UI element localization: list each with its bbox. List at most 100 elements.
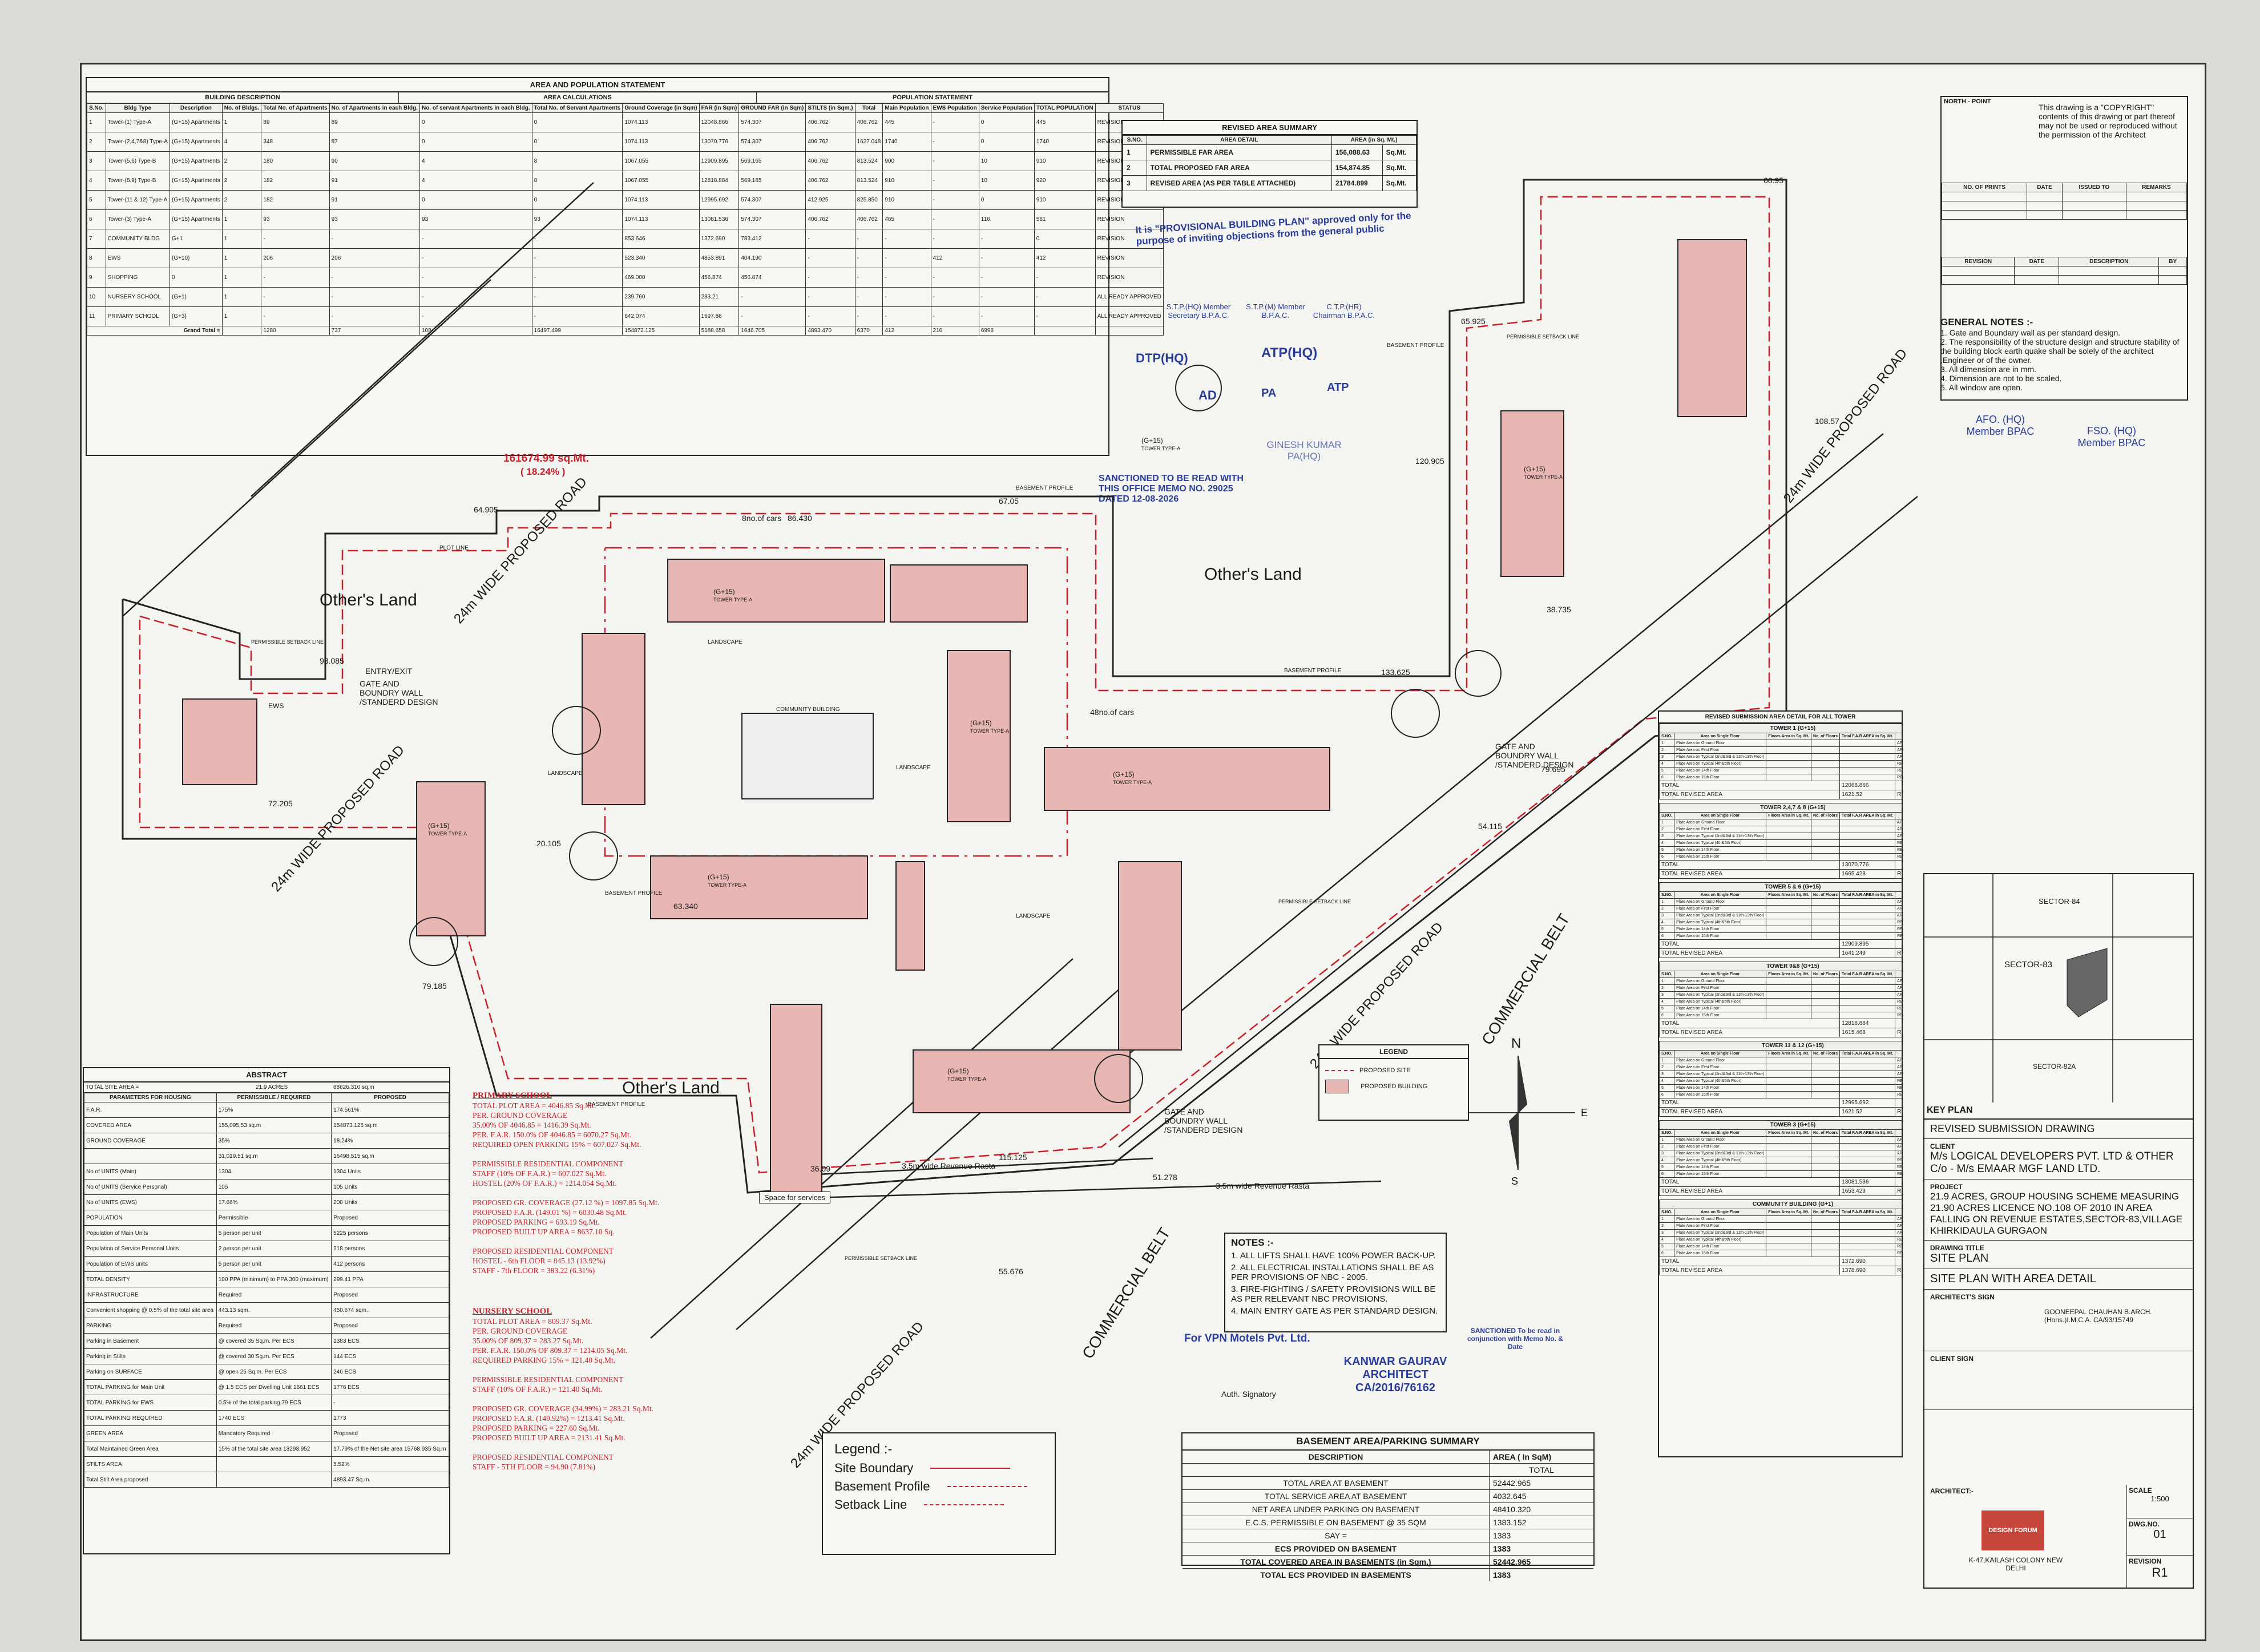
tower-cell: REVISION	[1895, 1186, 1902, 1196]
abstract-cell: 1776 ECS	[331, 1379, 449, 1395]
general-note-item: 2. The responsibility of the structure d…	[1940, 337, 2180, 365]
basement-row: SAY =1383	[1183, 1529, 1593, 1542]
abstract-cell: @ 1.5 ECS per Dwelling Unit 1661 ECS	[216, 1379, 332, 1395]
tower-cell	[1839, 1150, 1896, 1157]
tower-col-head: No. of Floors	[1810, 1050, 1841, 1057]
tower-revised-label: TOTAL REVISED AREA	[1659, 1107, 1841, 1117]
tower-type-tag: TOWER TYPE-A	[1524, 474, 1563, 480]
basement-row-label: ECS PROVIDED ON BASEMENT	[1183, 1542, 1490, 1555]
abstract-row: Parking in Basement@ covered 35 Sq.m. Pe…	[84, 1333, 449, 1349]
as-col-15: Service Population	[978, 103, 1035, 113]
tower-cell: REVISION	[1895, 948, 1902, 958]
tower-tag: (G+15)	[428, 822, 450, 830]
tower-cell	[1839, 1164, 1896, 1171]
abstract-cell: 16498.515 sq.m	[331, 1148, 449, 1164]
tower-cell: Plate Area on Typical (2nd&3rd & 11th-13…	[1674, 1150, 1767, 1157]
tower-cell	[1766, 746, 1811, 754]
notes-title: NOTES :-	[1231, 1237, 1274, 1248]
as-cell: -	[531, 306, 623, 326]
tower-building	[667, 559, 885, 623]
tower-cell	[1839, 1084, 1896, 1092]
primary-school-block: PRIMARY SCHOOL TOTAL PLOT AREA = 4046.85…	[473, 1091, 659, 1275]
tower-type-tag: TOWER TYPE-A	[708, 882, 747, 888]
basement-row-label: TOTAL SERVICE AREA AT BASEMENT	[1183, 1490, 1490, 1502]
as-cell: 10	[978, 171, 1035, 191]
tower-cell: REVISION	[1895, 1091, 1902, 1098]
tower-cell: Plate Area on 14th Floor	[1674, 1243, 1767, 1250]
tower-col-head: No. of Floors	[1810, 1129, 1841, 1137]
tower-cell	[1839, 905, 1896, 912]
tower-cell	[1766, 767, 1811, 774]
nursery-school-line: PROPOSED BUILT UP AREA = 2131.41 Sq.Mt.	[473, 1433, 625, 1442]
tower-cell	[1895, 1019, 1902, 1028]
notes-block: NOTES :- 1. ALL LIFTS SHALL HAVE 100% PO…	[1224, 1233, 1447, 1332]
as-cell: 404.190	[738, 248, 806, 268]
tower-col-head: Total F.A.R AREA in Sq. Mt.	[1839, 1129, 1896, 1137]
tower-cell: 3	[1659, 753, 1675, 761]
tower-section-name: TOWER 11 & 12 (G+15)	[1659, 1041, 1902, 1051]
abstract-cell: 1304	[216, 1164, 332, 1180]
tower-cell: 5	[1659, 1005, 1675, 1012]
as-grand-total-cell: 4893.470	[805, 326, 855, 336]
tower-total-value: 12068.866	[1839, 781, 1896, 790]
tower-cell: 6	[1659, 1170, 1675, 1178]
abstract-cell: 174.561%	[331, 1102, 449, 1118]
tower-cell: 2	[1659, 1064, 1675, 1071]
tower-cell: APPROVED	[1895, 1150, 1902, 1157]
as-cell: 13070.776	[699, 132, 740, 152]
handwritten-total: 161674.99 sq.Mt.	[503, 453, 589, 465]
note-item: 2. ALL ELECTRICAL INSTALLATIONS SHALL BE…	[1231, 1263, 1434, 1282]
abstract-cell: TOTAL DENSITY	[84, 1271, 217, 1287]
road-edge-bottom-outer	[650, 958, 1074, 1339]
abstract-cell: 4893.47 Sq.m.	[331, 1472, 449, 1488]
as-cell: 465	[882, 209, 931, 229]
ras-cell: Sq.Mt.	[1382, 175, 1417, 191]
tower-cell: REVISION	[1895, 998, 1902, 1005]
as-cell: 89	[329, 112, 420, 132]
as-cell: -	[882, 248, 931, 268]
tower-cell	[1839, 926, 1896, 933]
tower-cell	[1839, 932, 1896, 940]
north-point-label: NORTH - POINT	[1944, 98, 1991, 105]
tower-section-name: TOWER 1 (G+15)	[1659, 724, 1902, 733]
tower-cell: 6	[1659, 774, 1675, 781]
as-cell: Tower-(5,6) Type-B	[105, 151, 170, 171]
as-cell: 0	[419, 190, 532, 210]
client-sign-label: CLIENT SIGN	[1930, 1355, 1974, 1363]
general-note-item: 5. All window are open.	[1940, 383, 2023, 392]
revision-head-by: BY	[2158, 257, 2187, 266]
basement-row-value: 52442.965	[1493, 1479, 1531, 1488]
cars-8-label: 8no.of cars	[742, 514, 782, 523]
tower-cell	[1810, 1077, 1841, 1085]
tower-section-name: COMMUNITY BUILDING (G+1)	[1659, 1199, 1902, 1209]
as-grand-total-cell: 1646.705	[738, 326, 806, 336]
tower-col-head: Total F.A.R AREA in Sq. Mt.	[1839, 812, 1896, 819]
basement-head-description: DESCRIPTION	[1183, 1451, 1490, 1463]
tower-cell	[1839, 833, 1896, 840]
abstract-cell: 200 Units	[331, 1194, 449, 1210]
tower-revised-label: TOTAL REVISED AREA	[1659, 1028, 1841, 1037]
tower-revised-label: TOTAL REVISED AREA	[1659, 790, 1841, 799]
as-cell: EWS	[105, 248, 170, 268]
as-col-6: No. of servant Apartments in each Bldg.	[419, 103, 532, 113]
tower-cell	[1839, 1243, 1896, 1250]
as-cell: -	[930, 112, 979, 132]
as-cell: Tower-(3) Type-A	[105, 209, 170, 229]
site-area-acres: 21.9 ACRES	[256, 1084, 288, 1090]
tower-cell: APPROVED	[1895, 826, 1902, 833]
ras-cell: TOTAL PROPOSED FAR AREA	[1146, 160, 1332, 176]
tower-cell: Plate Area on First Floor	[1674, 746, 1767, 754]
landscape-label: LANDSCAPE	[708, 639, 742, 645]
tower-col-head: Area on Single Floor	[1674, 733, 1767, 740]
